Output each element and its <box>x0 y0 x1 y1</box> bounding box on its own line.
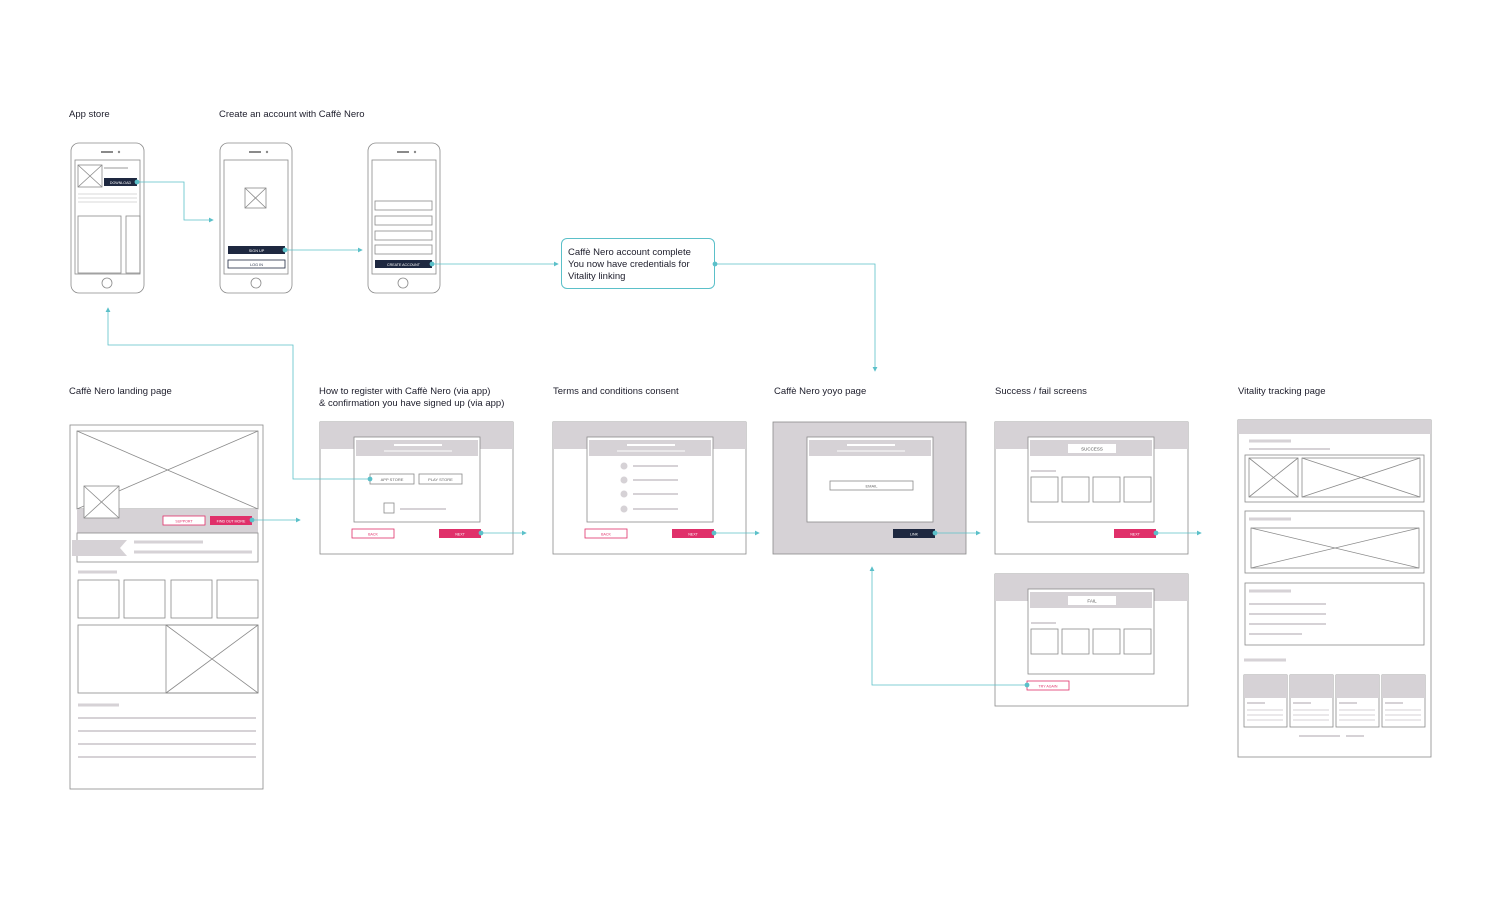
register-next-button-label: NEXT <box>455 533 465 537</box>
callout-line3: Vitality linking <box>568 271 626 282</box>
fail-heading: FAIL <box>1087 599 1097 604</box>
email-field[interactable] <box>829 480 914 491</box>
success-next-button[interactable] <box>1114 529 1156 538</box>
register-next-button[interactable] <box>439 529 481 538</box>
download-button[interactable] <box>104 178 137 186</box>
try-again-button-label: TRY AGAIN <box>1038 685 1057 689</box>
find-out-more-button-label: FIND OUT MORE <box>217 520 246 524</box>
fail-page-wireframe <box>994 573 1189 707</box>
label-landing-page: Caffè Nero landing page <box>69 386 172 397</box>
terms-page-wireframe <box>552 421 747 555</box>
label-tracking: Vitality tracking page <box>1238 386 1326 397</box>
tracking-page-wireframe <box>1237 419 1432 758</box>
link-button[interactable] <box>893 529 935 538</box>
support-button[interactable] <box>162 515 206 526</box>
label-create-account: Create an account with Caffè Nero <box>219 109 365 120</box>
register-page-wireframe <box>319 421 514 555</box>
label-register-line2: & confirmation you have signed up (via a… <box>319 398 505 409</box>
create-account-button-label: CREATE ACCOUNT <box>387 263 421 267</box>
success-page-wireframe <box>994 421 1189 555</box>
register-back-button[interactable] <box>351 528 395 539</box>
account-complete-callout: Caffè Nero account complete You now have… <box>561 238 715 289</box>
label-register-line1: How to register with Caffè Nero (via app… <box>319 386 491 397</box>
log-in-button[interactable] <box>227 259 286 269</box>
success-next-button-label: NEXT <box>1130 533 1140 537</box>
download-button-label: DOWNLOAD <box>110 181 132 185</box>
find-out-more-button[interactable] <box>210 516 252 525</box>
play-store-button[interactable] <box>418 473 463 485</box>
log-in-button-label: LOG IN <box>250 263 263 267</box>
create-account-button[interactable] <box>375 260 432 268</box>
connector-download-to-signup <box>137 181 214 223</box>
terms-back-button-label: BACK <box>601 533 611 537</box>
connector-appstore-to-phone <box>105 307 370 480</box>
phone-app-store <box>70 142 145 294</box>
email-field-label: EMAIL <box>865 484 878 489</box>
app-store-button-label: APP STORE <box>381 477 404 482</box>
callout-line1: Caffè Nero account complete <box>568 247 691 258</box>
terms-next-button[interactable] <box>672 529 714 538</box>
label-success-fail: Success / fail screens <box>995 386 1087 397</box>
terms-back-button[interactable] <box>584 528 628 539</box>
phone-create-account <box>367 142 441 294</box>
flow-connectors <box>105 179 1202 688</box>
success-heading: SUCCESS <box>1081 447 1103 452</box>
sign-up-button-label: SIGN UP <box>249 249 265 253</box>
label-terms: Terms and conditions consent <box>553 386 679 397</box>
label-yoyo: Caffè Nero yoyo page <box>774 386 867 397</box>
phone-sign-up <box>219 142 293 294</box>
link-button-label: LINK <box>910 533 919 537</box>
register-back-button-label: BACK <box>368 533 378 537</box>
connector-callout-to-yoyo <box>715 263 878 372</box>
label-app-store: App store <box>69 109 110 120</box>
callout-line2: You now have credentials for <box>568 259 690 270</box>
play-store-button-label: PLAY STORE <box>428 477 453 482</box>
sign-up-button[interactable] <box>228 246 285 254</box>
support-button-label: SUPPORT <box>175 520 193 524</box>
terms-next-button-label: NEXT <box>688 533 698 537</box>
landing-page-wireframe <box>69 424 264 790</box>
connector-tryagain-to-yoyo <box>869 566 1027 686</box>
